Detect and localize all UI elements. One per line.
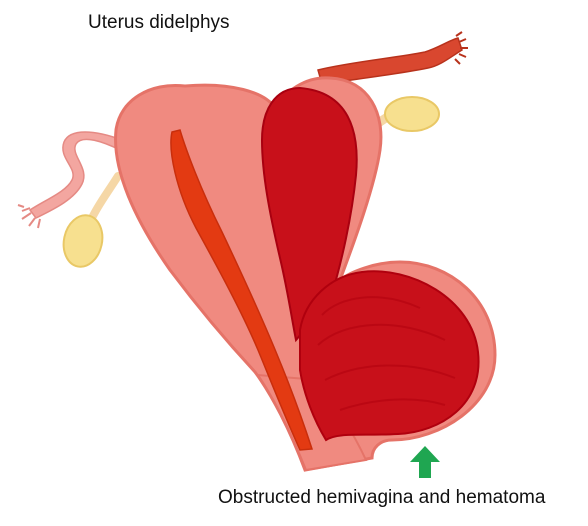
left-fallopian-tube: [18, 132, 122, 228]
left-ovary: [59, 212, 107, 271]
left-ovarian-ligament: [92, 176, 118, 218]
right-fallopian-tube: [318, 32, 468, 84]
arrow-up-icon: [410, 446, 440, 478]
uterus-didelphys-label: Uterus didelphys: [88, 12, 230, 34]
right-ovary: [385, 97, 439, 131]
obstructed-hemivagina-label: Obstructed hemivagina and hematoma: [218, 487, 545, 509]
